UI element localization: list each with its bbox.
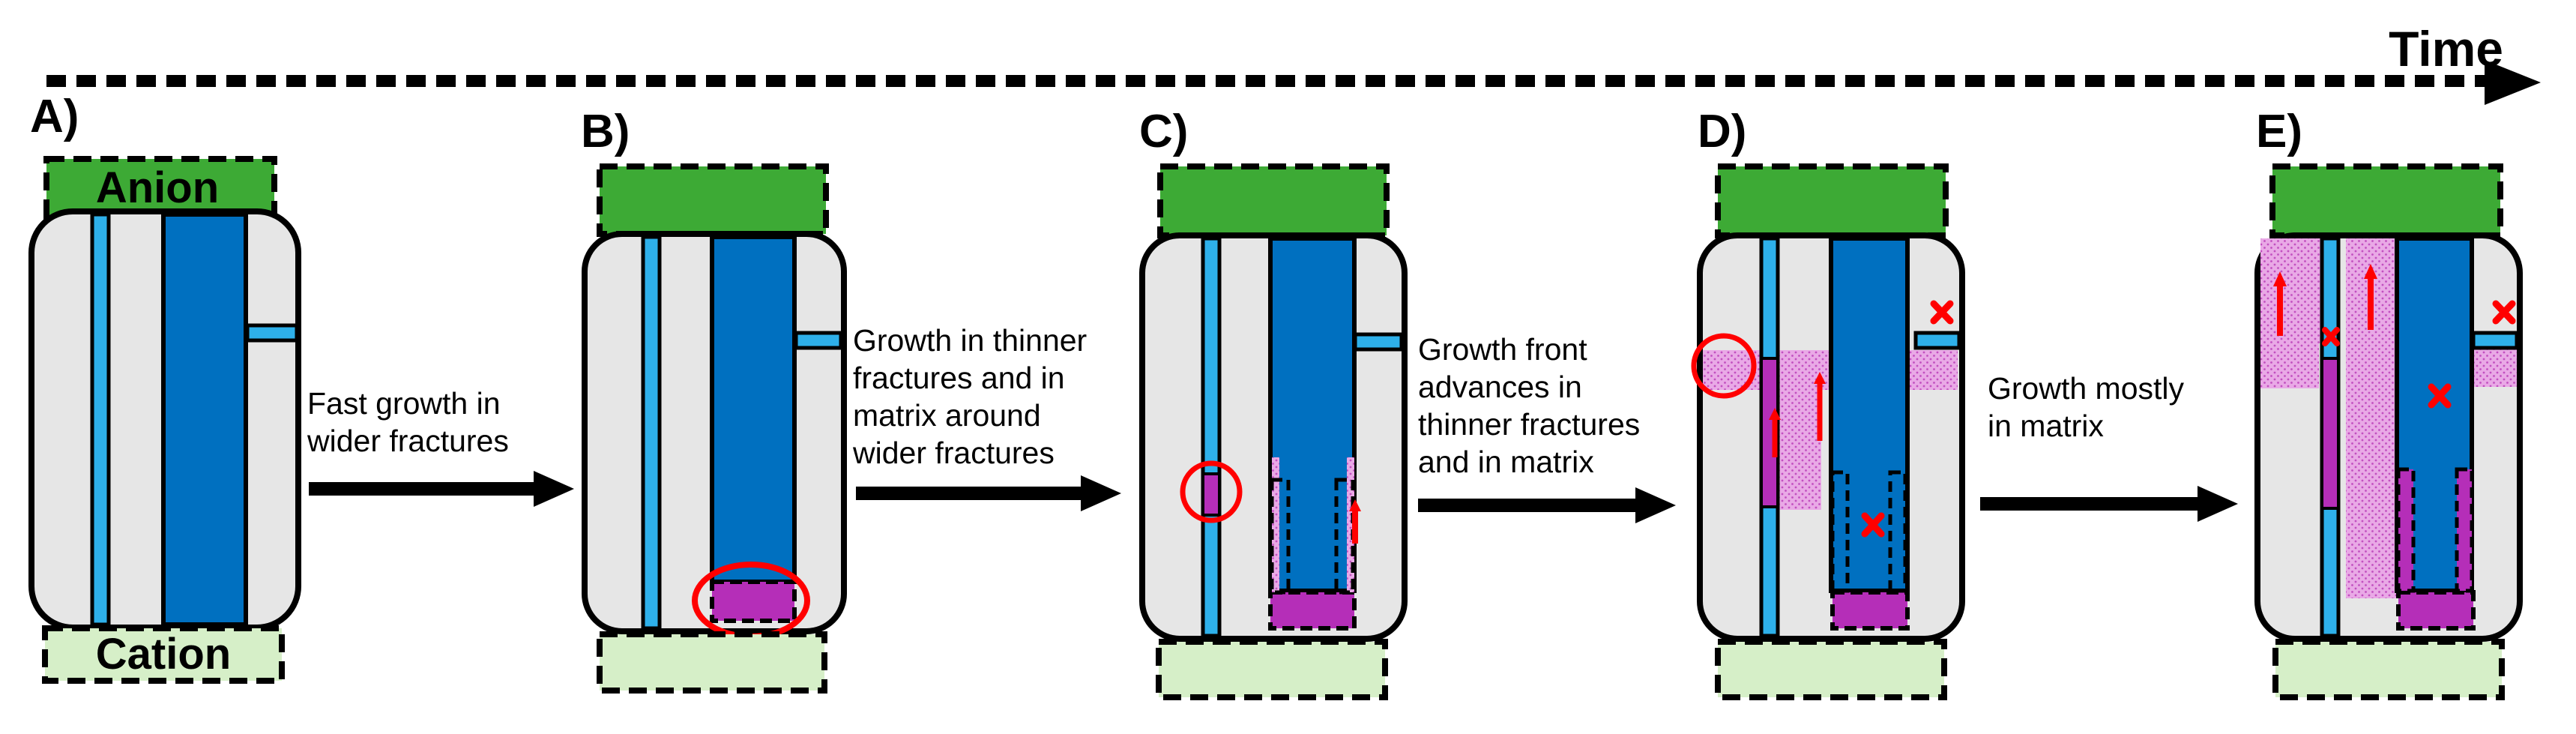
precipitate-front [1888, 470, 1907, 593]
cation-reservoir [1156, 639, 1388, 700]
transition-caption: Growth mostly in matrix [1988, 371, 2192, 443]
precipitate-front [2396, 467, 2416, 593]
wide-fracture [1829, 236, 1910, 593]
side-fracture [245, 323, 299, 343]
precipitate-plug [1830, 590, 1910, 631]
cation-reservoir [42, 625, 285, 684]
growth-arrow-head [1814, 372, 1826, 384]
transition-b-c: Growth in thinner fractures and in matri… [852, 323, 1121, 511]
transition-caption: Fast growth in wider fractures [307, 386, 509, 458]
transition-caption: Growth in thinner fractures and in matri… [852, 323, 1096, 470]
wide-fracture [1268, 236, 1357, 593]
time-axis: Time [46, 21, 2541, 105]
thin-fracture [90, 212, 111, 627]
precipitate-front [1270, 478, 1291, 595]
transition-a-b: Fast growth in wider fractures [307, 386, 574, 507]
matrix-precipitate [2466, 345, 2517, 387]
growth-arrow-head [2273, 271, 2287, 286]
panel-c: C) [1139, 106, 1408, 700]
anion-reservoir [597, 163, 829, 237]
side-fracture [2471, 331, 2519, 350]
cation-label: Cation [96, 630, 231, 679]
cation-reservoir [597, 631, 827, 694]
thin-fracture-precipitate [1760, 357, 1779, 508]
panel-letter: E) [2256, 106, 2302, 157]
panel-e: E) [2254, 106, 2523, 700]
transition-arrowhead [1081, 475, 1121, 511]
wide-fracture [710, 235, 797, 584]
panel-b: B) [581, 106, 847, 694]
thin-fracture [641, 235, 662, 631]
anion-reservoir [43, 156, 277, 220]
anion-reservoir [2269, 163, 2503, 238]
panel-letter: D) [1698, 106, 1746, 157]
transition-arrowhead [2198, 486, 2238, 522]
thin-fracture-precipitate [2320, 357, 2340, 510]
transition-caption: Growth front advances in thinner fractur… [1418, 332, 1649, 479]
side-fracture [794, 331, 843, 350]
transition-c-d: Growth front advances in thinner fractur… [1418, 332, 1676, 523]
anion-reservoir [1157, 163, 1390, 238]
transition-arrowhead [1635, 487, 1676, 523]
time-axis-arrowhead [2485, 60, 2541, 105]
blocked-cross-icon [1930, 300, 1954, 325]
panel-letter: C) [1139, 106, 1188, 157]
anion-reservoir [1715, 163, 1949, 238]
blocked-cross-icon [2428, 383, 2452, 409]
precipitate-plug [2396, 590, 2476, 631]
panel-d: D) [1691, 106, 1965, 700]
panel-a: A) Anion Cation [28, 91, 301, 684]
time-label: Time [2389, 21, 2503, 76]
transition-arrowhead [534, 471, 574, 507]
anion-label: Anion [96, 163, 219, 212]
thin-fracture-precipitate [1201, 472, 1221, 517]
precipitate-front [1830, 470, 1850, 593]
matrix-precipitate [1347, 457, 1354, 592]
cation-reservoir [2272, 639, 2505, 700]
growth-arrow-head [1349, 499, 1361, 511]
panel-letter: A) [30, 91, 79, 142]
transition-d-e: Growth mostly in matrix [1980, 371, 2238, 522]
blocked-cross-icon [2322, 327, 2340, 346]
matrix-precipitate [1272, 457, 1279, 592]
growth-arrow-head [1769, 408, 1781, 420]
cation-reservoir [1715, 639, 1947, 700]
wide-fracture [161, 212, 248, 627]
side-fracture [1353, 332, 1404, 352]
panel-letter: B) [581, 106, 630, 157]
matrix-precipitate [2260, 238, 2319, 388]
growth-arrow-head [2364, 264, 2377, 279]
precipitate-plug [1268, 590, 1357, 631]
highlight-circle [1180, 460, 1243, 523]
precipitate-plug [710, 580, 797, 623]
thin-fracture [1201, 236, 1222, 638]
blocked-cross-icon [1861, 512, 1885, 538]
side-fracture [1913, 331, 1961, 350]
blocked-cross-icon [2492, 300, 2516, 325]
precipitate-front [2455, 467, 2474, 593]
highlight-circle [1691, 333, 1757, 399]
